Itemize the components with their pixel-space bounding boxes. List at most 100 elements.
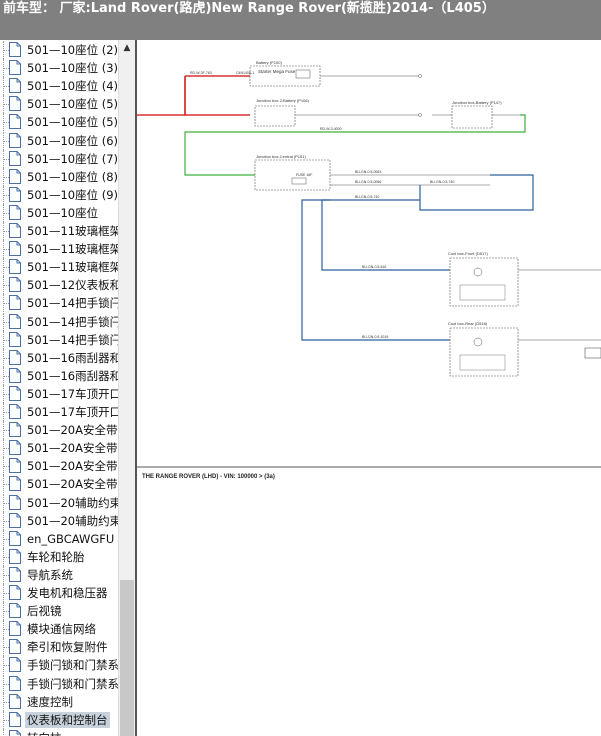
tree-connector	[3, 104, 11, 106]
tree-item-label: 501—20A安全带.	[27, 441, 118, 456]
window-title: 前车型： 厂家:Land Rover(路虎)New Range Rover(新揽…	[0, 0, 601, 40]
document-icon	[9, 585, 21, 600]
document-icon	[9, 639, 21, 655]
panel-splitter[interactable]	[135, 40, 137, 736]
tree-item[interactable]: 501—11玻璃框架	[0, 258, 118, 277]
tree-item[interactable]: 501—10座位 (3)	[0, 59, 118, 78]
tree-item[interactable]: 转向柱	[0, 728, 118, 736]
tree-item-label: 导航系统	[27, 567, 73, 582]
document-icon	[9, 295, 21, 311]
tree-connector	[3, 303, 11, 305]
scrollbar-thumb[interactable]	[120, 580, 134, 736]
tree-connector	[3, 357, 11, 359]
tree-item[interactable]: 501—11玻璃框架	[0, 222, 118, 240]
tree-connector	[3, 412, 11, 413]
tree-connector	[3, 574, 11, 576]
tree-item-label: 501—16雨刮器和	[27, 350, 118, 365]
cool-rear-label: Cool box-Rear (D518)	[448, 321, 488, 326]
tree-item[interactable]: 501—17车顶开口	[0, 384, 118, 403]
tree-item[interactable]: 速度控制	[0, 692, 118, 711]
tree-item[interactable]: 501—14把手锁闩	[0, 330, 118, 349]
tree-item[interactable]: 501—10座位 (6)	[0, 131, 118, 150]
tree-connector	[3, 701, 11, 703]
tree-connector	[3, 339, 11, 341]
tree-item[interactable]: 501—10座位 (7)	[0, 149, 118, 168]
tree-item[interactable]: en_GBCAWGFU	[0, 529, 118, 548]
tree-item[interactable]: 501—10座位 (9)	[0, 185, 118, 204]
svg-text:BU-GN-0.5-740: BU-GN-0.5-740	[355, 195, 379, 199]
tree-connector	[3, 375, 11, 377]
tree-connector	[3, 285, 11, 287]
tree-connector	[3, 86, 11, 88]
tree-connector	[3, 231, 11, 232]
document-icon	[9, 259, 21, 275]
tree-item[interactable]: 501—14把手锁闩	[0, 294, 118, 313]
tree-item-label: 501—17车顶开口	[27, 405, 118, 419]
tree-item-label: 501—10座位 (9)	[27, 187, 118, 202]
document-icon	[9, 385, 21, 401]
tree-connector	[3, 719, 11, 721]
tree-item-label: 501—17车顶开口	[27, 386, 118, 401]
tree-item[interactable]: 501—10座位 (8)	[0, 167, 118, 186]
tree-item[interactable]: 501—12仪表板和	[0, 276, 118, 295]
document-tree: 501—10座位 (2)501—10座位 (3)501—10座位 (4)501—…	[0, 40, 118, 736]
document-icon	[9, 404, 21, 419]
tree-item[interactable]: 501—20辅助约束	[0, 511, 118, 530]
tree-item-label: 转向柱	[27, 730, 62, 736]
tree-item[interactable]: 501—20A安全带.	[0, 457, 118, 476]
tree-connector	[3, 393, 11, 395]
tree-item-label: 501—10座位 (3)	[27, 61, 118, 76]
diagram-viewer[interactable]: Battery (P100) Starter Mega Fuse Junctio…	[137, 40, 601, 736]
document-icon	[9, 657, 21, 673]
tree-item[interactable]: 501—11玻璃框架	[0, 240, 118, 259]
tree-item[interactable]: 501—20A安全带.	[0, 475, 118, 494]
tree-connector	[3, 611, 11, 613]
document-icon	[9, 729, 21, 736]
tree-item-label: 手锁闩锁和门禁系	[27, 676, 118, 691]
tree-item[interactable]: 牵引和恢复附件	[0, 638, 118, 657]
document-icon	[9, 42, 21, 57]
tree-item[interactable]: 501—20辅助约束	[0, 493, 118, 512]
document-icon	[9, 621, 21, 637]
tree-item[interactable]: 501—10座位 (2)	[0, 41, 118, 59]
tree-item-label: 手锁闩锁和门禁系	[27, 658, 118, 673]
tree-connector	[3, 538, 11, 540]
document-icon	[9, 603, 21, 619]
tree-item[interactable]: 501—20A安全带.	[0, 439, 118, 458]
document-icon	[9, 711, 21, 727]
tree-connector	[3, 158, 11, 160]
tree-item[interactable]: 仪表板和控制台	[0, 710, 118, 729]
battery-label: Battery (P100)	[256, 60, 282, 65]
svg-text:BU-GN-0.5-1016: BU-GN-0.5-1016	[362, 335, 388, 339]
tree-item[interactable]: 501—14把手锁闩	[0, 312, 118, 331]
tree-item[interactable]: 501—17车顶开口	[0, 403, 118, 421]
tree-item[interactable]: 501—16雨刮器和	[0, 366, 118, 385]
tree-item[interactable]: 501—10座位 (4)	[0, 77, 118, 96]
tree-item[interactable]: 发电机和稳压器	[0, 584, 118, 602]
tree-item-label: 501—14把手锁闩	[27, 314, 118, 329]
tree-item[interactable]: 501—10座位 (5)	[0, 113, 118, 132]
tree-item[interactable]: 车轮和轮胎	[0, 547, 118, 566]
tree-item-label: 501—10座位 (5)	[27, 115, 118, 130]
svg-text:RD-W-3-4000: RD-W-3-4000	[320, 127, 342, 131]
tree-item[interactable]: 模块通信网络	[0, 620, 118, 639]
svg-text:BU-GN-0.5-0066: BU-GN-0.5-0066	[355, 180, 381, 184]
tree-item[interactable]: 501—10座位	[0, 203, 118, 222]
document-icon	[9, 675, 21, 691]
scroll-up-arrow-icon[interactable]: ▲	[123, 43, 131, 53]
tree-connector	[3, 68, 11, 70]
tree-item[interactable]: 501—10座位 (5)	[0, 95, 118, 114]
tree-scrollbar[interactable]: ▲	[118, 40, 135, 736]
tree-connector	[3, 122, 11, 124]
tree-item[interactable]: 后视镜	[0, 602, 118, 621]
tree-item[interactable]: 501—20A安全带.	[0, 421, 118, 440]
wiring-diagram: Battery (P100) Starter Mega Fuse Junctio…	[137, 60, 601, 468]
document-icon	[9, 693, 21, 709]
tree-item[interactable]: 501—16雨刮器和	[0, 348, 118, 367]
tree-item[interactable]: 手锁闩锁和门禁系	[0, 656, 118, 675]
tree-connector	[3, 321, 11, 323]
tree-item[interactable]: 手锁闩锁和门禁系	[0, 674, 118, 693]
tree-item[interactable]: 导航系统	[0, 565, 118, 584]
diagram-footer-caption: THE RANGE ROVER (LHD) - VIN: 100000 > (3…	[142, 474, 275, 480]
svg-text:BU-GN-0.5-740: BU-GN-0.5-740	[430, 180, 454, 184]
